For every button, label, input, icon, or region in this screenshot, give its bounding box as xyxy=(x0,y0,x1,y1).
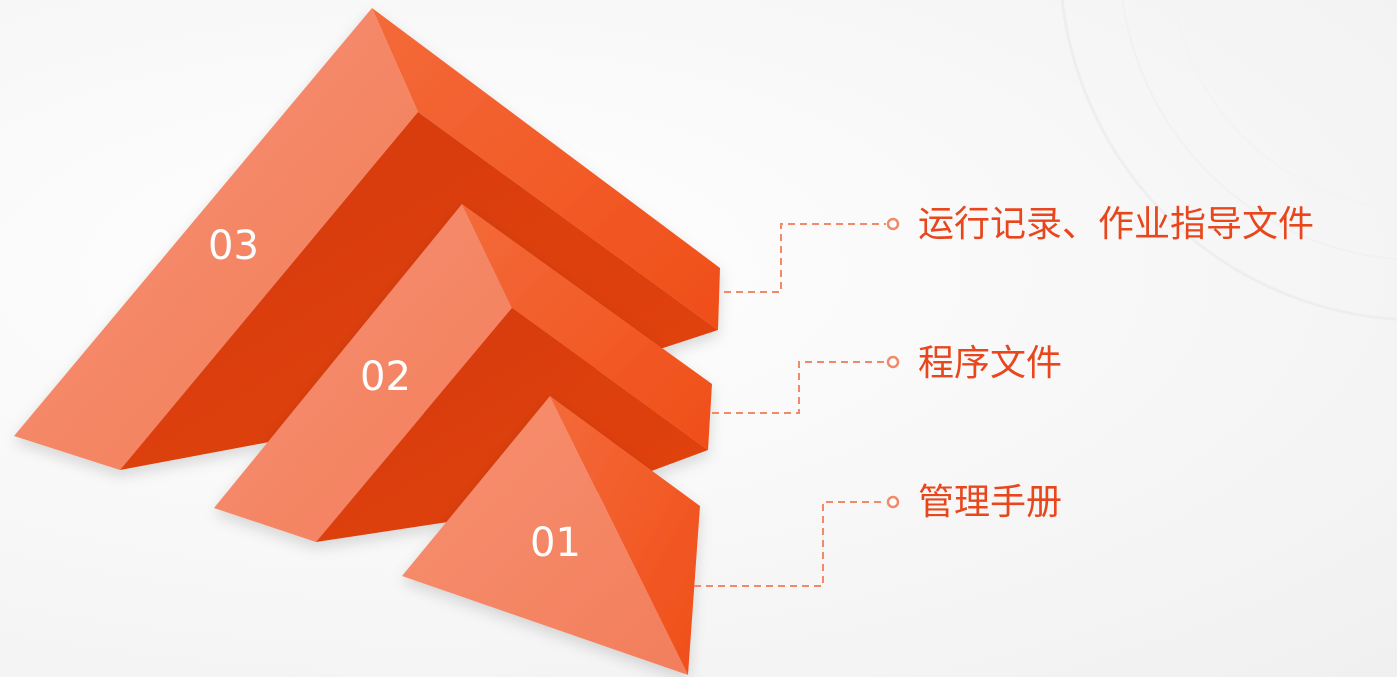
level-03-number: 03 xyxy=(208,223,259,269)
level-03-back-face xyxy=(372,8,720,330)
connector-level-02 xyxy=(712,355,900,414)
connector-dot-icon xyxy=(886,355,900,369)
level-03-left-face xyxy=(14,8,418,470)
level-01-left-face xyxy=(402,396,688,675)
background-decoration xyxy=(1060,0,1397,321)
level-01-number: 01 xyxy=(530,520,581,566)
level-02-back-face xyxy=(462,204,712,450)
level-02-label: 程序文件 xyxy=(918,343,1062,384)
connector-level-01 xyxy=(694,495,900,587)
level-01-right-face xyxy=(550,396,700,675)
connector-dot-icon xyxy=(886,217,900,231)
connector-dot-icon xyxy=(886,495,900,509)
level-02-left-face xyxy=(214,204,512,542)
pyramid-level-01 xyxy=(402,396,700,675)
connector-level-03 xyxy=(724,217,900,293)
level-01-label: 管理手册 xyxy=(918,482,1062,523)
level-03-label: 运行记录、作业指导文件 xyxy=(918,204,1314,245)
level-02-number: 02 xyxy=(360,354,411,400)
